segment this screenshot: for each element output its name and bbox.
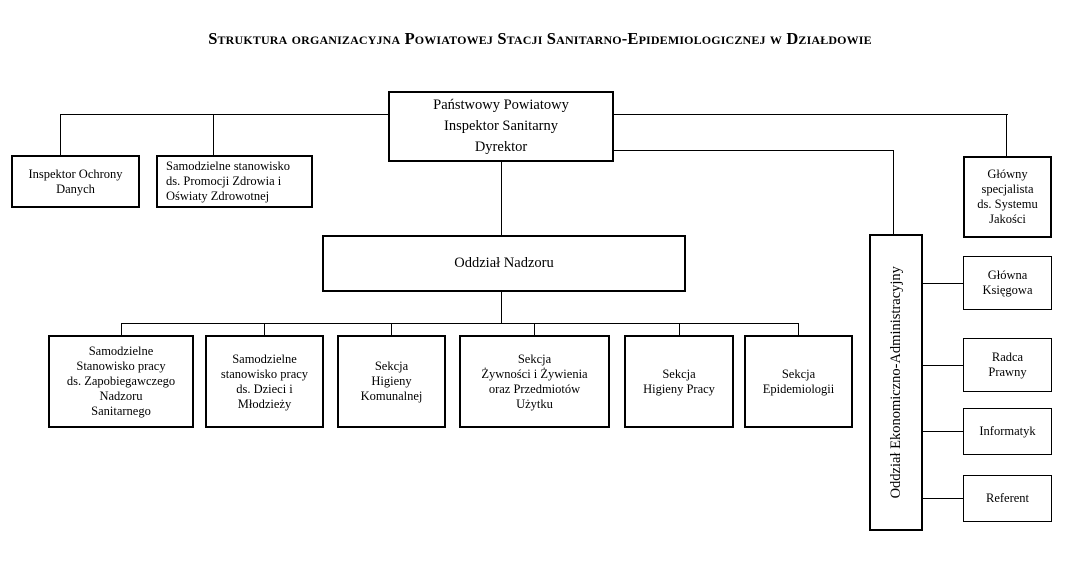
node-data-protection-inspector-label: Inspektor Ochrony Danych [28,166,123,196]
node-admin-child-3[interactable]: Informatyk [963,408,1052,455]
node-supervision-child-5-label: Sekcja Higieny Pracy [643,366,715,396]
connector-drop-child-5 [679,323,681,336]
node-health-promotion[interactable]: Samodzielne stanowisko ds. Promocji Zdro… [156,155,313,208]
node-supervision-child-3-label: Sekcja Higieny Komunalnej [360,359,423,403]
connector-drop-health-promotion [213,114,215,156]
node-economic-admin-department-label: Oddział Ekonomiczno-Administracyjny [887,266,904,499]
node-admin-child-2[interactable]: Radca Prawny [963,338,1052,392]
node-director[interactable]: Państwowy Powiatowy Inspektor Sanitarny … [388,91,614,162]
node-admin-child-4[interactable]: Referent [963,475,1052,522]
connector-drop-child-3 [391,323,393,336]
page-title: Struktura organizacyjna Powiatowej Stacj… [208,29,872,48]
node-admin-child-1-label: Główna Księgowa [982,268,1033,297]
node-data-protection-inspector[interactable]: Inspektor Ochrony Danych [11,155,140,208]
node-supervision-child-1-label: Samodzielne Stanowisko pracy ds. Zapobie… [66,344,176,418]
connector-bottom-bus [121,323,799,325]
connector-top-right-bus [612,114,1008,116]
node-supervision-child-6[interactable]: Sekcja Epidemiologii [744,335,853,428]
node-supervision-child-3[interactable]: Sekcja Higieny Komunalnej [337,335,446,428]
node-admin-child-3-label: Informatyk [979,424,1036,438]
connector-director-down-left-bus [501,161,503,237]
node-supervision-child-4-label: Sekcja Żywności i Żywienia oraz Przedmio… [481,351,588,411]
connector-admin-to-glowna-ksiegowa [922,283,964,285]
node-health-promotion-label: Samodzielne stanowisko ds. Promocji Zdro… [166,159,290,203]
node-admin-child-4-label: Referent [985,491,1030,505]
connector-nadzoru-down [501,292,503,324]
node-quality-specialist-label: Główny specjalista ds. Systemu Jakości [977,167,1038,226]
node-quality-specialist[interactable]: Główny specjalista ds. Systemu Jakości [963,156,1052,238]
node-supervision-department-label: Oddział Nadzoru [454,255,554,271]
node-director-label: Państwowy Powiatowy Inspektor Sanitarny … [433,97,569,155]
connector-admin-to-referent [922,498,964,500]
connector-drop-child-4 [534,323,536,336]
connector-admin-to-informatyk [922,431,964,433]
node-supervision-child-2-label: Samodzielne stanowisko pracy ds. Dzieci … [220,351,309,411]
node-admin-child-2-label: Radca Prawny [988,350,1027,379]
node-supervision-child-2[interactable]: Samodzielne stanowisko pracy ds. Dzieci … [205,335,324,428]
connector-drop-child-1 [121,323,123,336]
connector-drop-child-2 [264,323,266,336]
node-admin-child-1[interactable]: Główna Księgowa [963,256,1052,310]
node-supervision-child-4[interactable]: Sekcja Żywności i Żywienia oraz Przedmio… [459,335,610,428]
connector-drop-data-protection [60,114,62,156]
connector-drop-child-6 [798,323,800,336]
connector-drop-quality-specialist [1006,114,1008,156]
connector-admin-bus [612,150,894,152]
node-supervision-department[interactable]: Oddział Nadzoru [322,235,686,292]
connector-drop-admin-department [893,150,895,235]
node-supervision-child-1[interactable]: Samodzielne Stanowisko pracy ds. Zapobie… [48,335,194,428]
connector-top-left-bus [60,114,390,116]
connector-admin-to-radca-prawny [922,365,964,367]
node-supervision-child-5[interactable]: Sekcja Higieny Pracy [624,335,734,428]
node-economic-admin-department[interactable]: Oddział Ekonomiczno-Administracyjny [869,234,923,531]
node-supervision-child-6-label: Sekcja Epidemiologii [762,366,835,396]
